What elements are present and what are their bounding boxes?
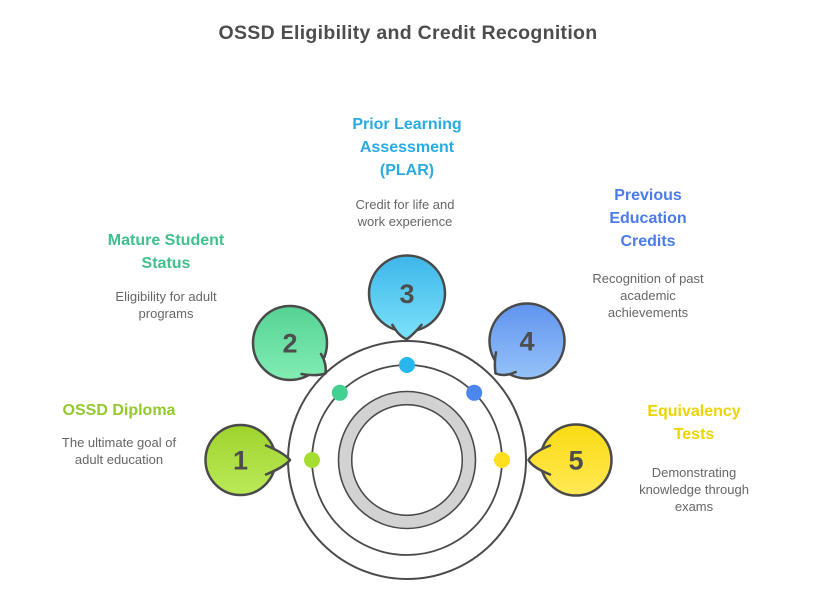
- ring-outer-edge: [337, 390, 477, 530]
- orbit-dots: [304, 357, 510, 468]
- orbit-dot-4: [466, 384, 483, 401]
- bubble-5: 5: [527, 423, 613, 497]
- item-3-description: Credit for life and work experience: [355, 197, 455, 229]
- orbit-outer-circle: [287, 340, 527, 580]
- ring-inner-edge: [350, 403, 464, 517]
- bubble-4: 4: [488, 302, 566, 380]
- item-4-heading: Previous Education Credits: [609, 187, 687, 250]
- bubble-1: 1: [204, 423, 292, 497]
- item-2-description: Eligibility for adult programs: [115, 289, 217, 321]
- bubble-2: 2: [251, 304, 329, 382]
- bubble-2-tail: [300, 352, 328, 377]
- ring-band: [339, 392, 475, 528]
- bubble-4-number: 4: [519, 327, 534, 357]
- bubble-5-tail: [527, 444, 552, 476]
- orbit-dot-1: [304, 452, 320, 468]
- item-5-heading: Equivalency Tests: [647, 403, 741, 443]
- page-title: OSSD Eligibility and Credit Recognition: [218, 22, 598, 44]
- bubble-1-number: 1: [233, 446, 248, 476]
- orbit-rings: [287, 340, 527, 580]
- orbit-dot-2: [331, 384, 348, 401]
- item-1-heading: OSSD Diploma: [62, 402, 176, 419]
- orbit-dot-3: [399, 357, 415, 373]
- orbit-dot-5: [494, 452, 510, 468]
- bubble-4-tail: [493, 351, 517, 377]
- bubble-3-number: 3: [399, 279, 414, 309]
- bubble-4-circle: [488, 302, 566, 380]
- item-1-description: The ultimate goal of adult education: [61, 435, 177, 467]
- bubble-5-number: 5: [568, 446, 583, 476]
- item-3-heading: Prior Learning Assessment (PLAR): [352, 116, 462, 179]
- item-4-description: Recognition of past academic achievement…: [592, 271, 704, 320]
- bubble-3-tail: [391, 323, 423, 341]
- bubble-3: 3: [367, 254, 447, 341]
- bubble-2-number: 2: [282, 329, 297, 359]
- item-5-description: Demonstrating knowledge through exams: [639, 465, 749, 514]
- bubble-1-tail: [264, 444, 292, 476]
- item-2-heading: Mature Student Status: [107, 232, 225, 272]
- bubble-2-circle: [251, 304, 329, 382]
